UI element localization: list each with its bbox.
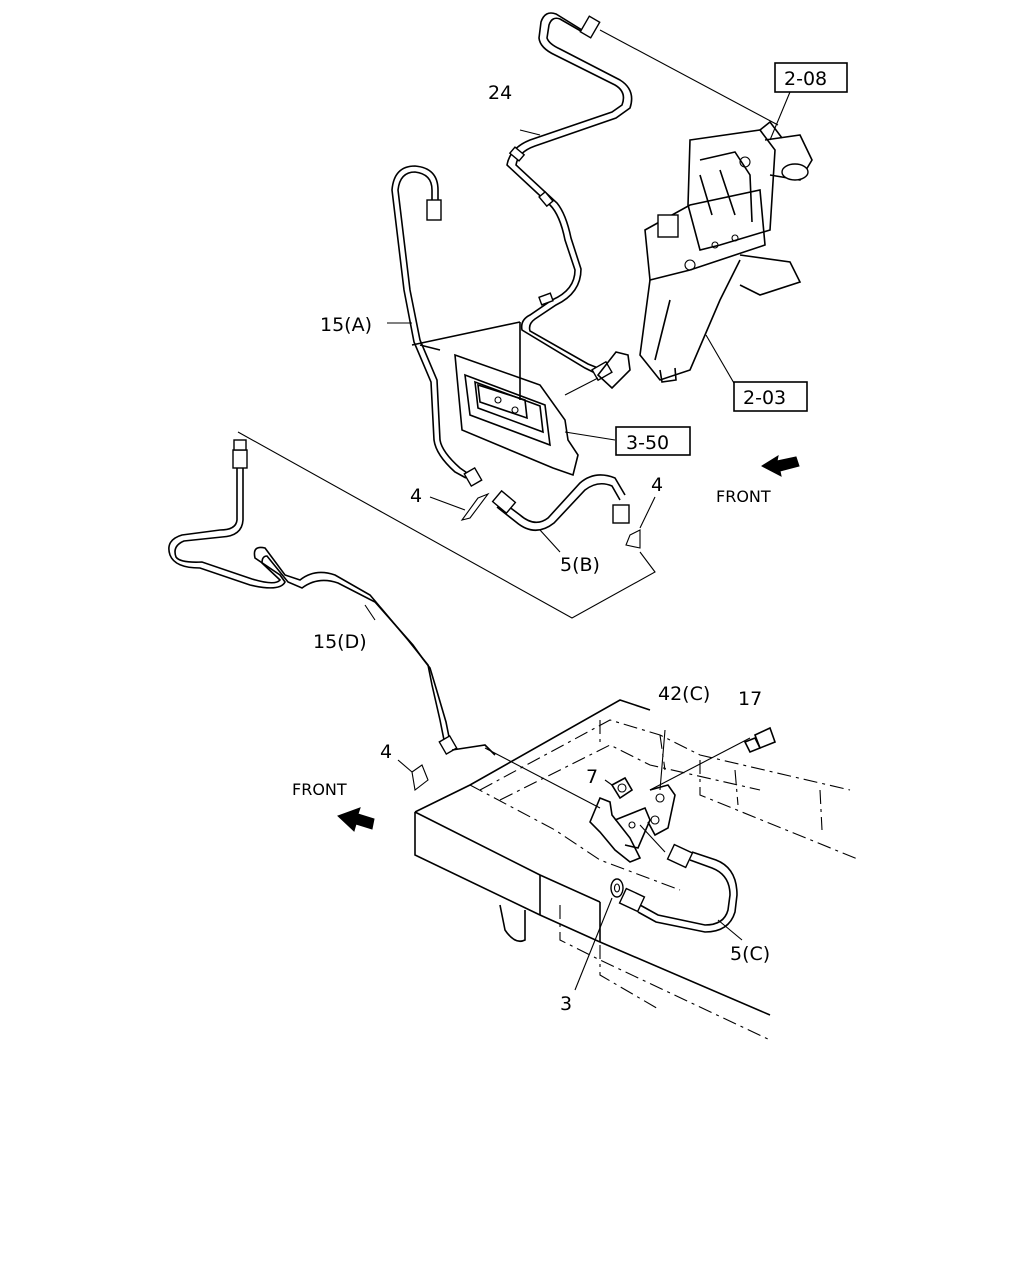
ref-box-2-08 (774, 62, 848, 93)
callout-24: 24 (488, 82, 512, 104)
modulator-bracket (454, 353, 579, 477)
callout-42c: 42(C) (658, 683, 710, 705)
ref-box-3-50 (615, 426, 691, 456)
brake-pipe-15a (391, 165, 521, 488)
front-label-upper: FRONT (716, 487, 771, 506)
callout-5c: 5(C) (730, 943, 770, 965)
brake-pipe-15d (168, 439, 496, 756)
brake-pipe-24 (506, 12, 633, 390)
brake-pipe-5c (610, 843, 738, 933)
callout-17: 17 (738, 688, 762, 710)
callout-4-upper-left: 4 (410, 485, 422, 507)
callout-15d: 15(D) (313, 631, 367, 653)
leader-lines (237, 29, 791, 991)
brake-pipe-5b (460, 474, 641, 549)
callout-3: 3 (560, 993, 572, 1015)
callout-15a: 15(A) (320, 314, 372, 336)
junction-bracket (411, 726, 777, 863)
callout-7: 7 (586, 766, 598, 788)
callout-5b: 5(B) (560, 554, 600, 576)
ref-label-2-08: 2-08 (784, 68, 827, 90)
front-arrow-lower-icon (337, 807, 375, 832)
ref-box-2-03 (733, 381, 808, 412)
chassis-frame (414, 699, 861, 1041)
front-label-lower: FRONT (292, 780, 347, 799)
brake-pedal-assembly (639, 120, 813, 383)
ref-label-3-50: 3-50 (626, 432, 669, 454)
ref-label-2-03: 2-03 (743, 387, 786, 409)
callout-4-upper-right: 4 (651, 474, 663, 496)
front-arrow-upper-icon (760, 454, 800, 477)
callout-4-lower: 4 (380, 741, 392, 763)
